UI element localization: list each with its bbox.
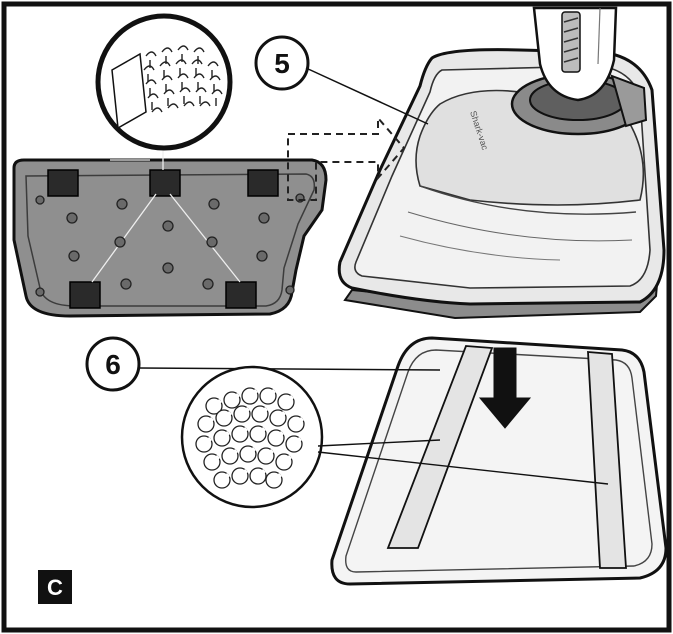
underside-plate [12, 158, 328, 318]
callout-5-circle [254, 35, 310, 91]
screw-holes [35, 193, 305, 297]
mop-head: Shark-vac [337, 6, 666, 320]
pad-strip-left [386, 345, 494, 549]
mop-head-contour-3 [399, 235, 561, 261]
loop-gaps [206, 388, 305, 479]
panel-label-bg [38, 570, 72, 604]
underside-inner-rim [25, 173, 316, 307]
down-arrow-icon [478, 347, 532, 429]
hook-fastener-closeup [95, 13, 233, 151]
callout-6-leader [138, 367, 441, 371]
hook-callout-lines [91, 150, 241, 283]
pad-strip-right [587, 351, 627, 569]
panel-label: C [38, 570, 72, 604]
handle-grip [561, 11, 581, 73]
callout-6-circle [85, 336, 141, 392]
callout-5-leader [305, 67, 429, 125]
loop-fabric-closeup [180, 365, 609, 509]
hook-closeup-strip [111, 52, 147, 130]
hook-pattern [143, 45, 223, 113]
hook-pad-top-center [149, 169, 181, 197]
mop-underside-view [12, 150, 328, 318]
handle-edge [597, 7, 601, 65]
collar-side [610, 74, 648, 128]
loop-callout-leaders [317, 439, 609, 485]
loop-pattern [195, 387, 305, 489]
handle-grip-ridges [563, 17, 579, 63]
callout-5: 5 [254, 35, 429, 125]
panel-label-text: C [47, 575, 63, 600]
callout-5-number: 5 [274, 48, 290, 79]
microfiber-pad [330, 336, 668, 586]
callout-6-number: 6 [105, 349, 121, 380]
callout-6: 6 [85, 336, 441, 392]
pad-inner-rim [345, 349, 653, 573]
dashed-flip-arrow-icon [287, 115, 406, 201]
hook-pad-top-right [247, 169, 279, 197]
hook-pad-bottom-left [69, 281, 101, 309]
hook-pad-top-left [47, 169, 79, 197]
hook-pad-bottom-right [225, 281, 257, 309]
mop-head-contour-1 [419, 185, 637, 215]
mop-head-contour-2 [407, 211, 633, 242]
